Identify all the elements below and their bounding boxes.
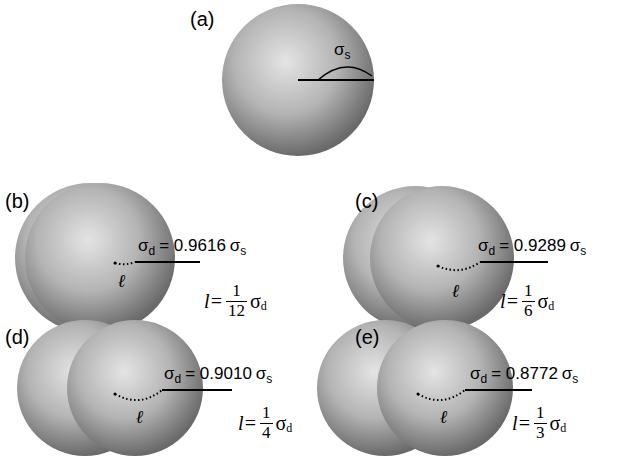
sigma-symbol: σ bbox=[538, 290, 549, 313]
sigma-symbol: σ bbox=[562, 364, 573, 384]
offset-formula: l=13σd bbox=[512, 404, 566, 442]
offset-dots bbox=[418, 390, 465, 400]
panel-letter: (c) bbox=[355, 190, 378, 213]
denominator: 12 bbox=[226, 301, 247, 321]
radius-line bbox=[480, 261, 548, 263]
offset-dots bbox=[115, 390, 162, 400]
subscript: d bbox=[481, 372, 488, 386]
subscript: s bbox=[345, 48, 351, 62]
panel-tag: (d) bbox=[5, 326, 29, 349]
denominator: 4 bbox=[260, 423, 273, 443]
sigma-symbol: σ bbox=[550, 412, 561, 435]
diameter-label: σd= 0.9010σs bbox=[164, 364, 272, 384]
ell-letter: ℓ bbox=[136, 406, 144, 428]
subscript: d bbox=[261, 299, 267, 314]
offset-formula: l=16σd bbox=[500, 282, 554, 320]
diameter-label: σd= 0.9289σs bbox=[478, 236, 586, 256]
subscript: s bbox=[580, 244, 586, 258]
offset-dots bbox=[438, 262, 480, 270]
numerator: 1 bbox=[232, 282, 241, 301]
sphere bbox=[370, 186, 514, 330]
panel-letter: (d) bbox=[5, 326, 29, 349]
center-dot bbox=[437, 265, 440, 268]
sigma-symbol: σ bbox=[164, 364, 175, 384]
sphere bbox=[222, 4, 374, 156]
radius-line bbox=[162, 389, 232, 391]
offset-formula: l=112σd bbox=[204, 282, 267, 320]
offset-formula: l=14σd bbox=[238, 404, 292, 442]
panel-tag: (e) bbox=[355, 326, 379, 349]
panel-tag: (a) bbox=[190, 8, 214, 31]
subscript: s bbox=[572, 372, 578, 386]
radius-line bbox=[135, 261, 200, 263]
sigma-symbol: σ bbox=[570, 236, 581, 256]
ell-letter: ℓ bbox=[118, 270, 126, 292]
sigma-symbol: σ bbox=[230, 236, 241, 256]
offset-symbol: ℓ bbox=[452, 280, 460, 302]
sigma-symbol: σ bbox=[250, 290, 261, 313]
panel-tag: (c) bbox=[355, 190, 378, 213]
sphere bbox=[377, 320, 513, 456]
numerator: 1 bbox=[524, 282, 533, 301]
diameter-label: σd= 0.9616σs bbox=[138, 236, 246, 256]
sigma-symbol: σ bbox=[334, 40, 345, 60]
numerator: 1 bbox=[536, 404, 545, 423]
sphere bbox=[25, 183, 175, 333]
offset-dots bbox=[115, 262, 135, 264]
denominator: 6 bbox=[522, 301, 535, 321]
panel-letter: (a) bbox=[190, 8, 214, 31]
radius-line bbox=[298, 79, 374, 81]
denominator: 3 bbox=[534, 423, 547, 443]
subscript: d bbox=[548, 299, 554, 314]
diameter-label: σd= 0.8772σs bbox=[470, 364, 578, 384]
formula-lhs: l= bbox=[500, 290, 519, 313]
offset-symbol: ℓ bbox=[136, 406, 144, 428]
subscript: d bbox=[175, 372, 182, 386]
subscript: d bbox=[149, 244, 156, 258]
ell-letter: ℓ bbox=[440, 406, 448, 428]
sigma-symbol: σ bbox=[276, 412, 287, 435]
subscript: d bbox=[489, 244, 496, 258]
panel-letter: (b) bbox=[5, 190, 29, 213]
subscript: d bbox=[560, 421, 566, 436]
ratio-value: = 0.9289 bbox=[499, 236, 566, 256]
ratio-value: = 0.8772 bbox=[491, 364, 558, 384]
sigma-symbol: σ bbox=[256, 364, 267, 384]
ell-letter: ℓ bbox=[452, 280, 460, 302]
panel-tag: (b) bbox=[5, 190, 29, 213]
subscript: s bbox=[240, 244, 246, 258]
center-dot bbox=[114, 393, 117, 396]
ratio-value: = 0.9616 bbox=[159, 236, 226, 256]
center-dot bbox=[417, 393, 420, 396]
radius-label: σs bbox=[334, 40, 351, 60]
formula-lhs: l= bbox=[238, 412, 257, 435]
subscript: s bbox=[266, 372, 272, 386]
offset-symbol: ℓ bbox=[118, 270, 126, 292]
panel-letter: (e) bbox=[355, 326, 379, 349]
sigma-symbol: σ bbox=[470, 364, 481, 384]
fraction: 13 bbox=[534, 404, 547, 442]
radius-arc bbox=[318, 67, 372, 80]
fraction: 16 bbox=[522, 282, 535, 320]
sphere bbox=[67, 320, 203, 456]
fraction: 112 bbox=[226, 282, 247, 320]
offset-symbol: ℓ bbox=[440, 406, 448, 428]
sigma-symbol: σ bbox=[478, 236, 489, 256]
numerator: 1 bbox=[262, 404, 271, 423]
fraction: 14 bbox=[260, 404, 273, 442]
ratio-value: = 0.9010 bbox=[185, 364, 252, 384]
radius-line bbox=[465, 389, 532, 391]
formula-lhs: l= bbox=[512, 412, 531, 435]
center-dot bbox=[114, 262, 117, 265]
sigma-symbol: σ bbox=[138, 236, 149, 256]
subscript: d bbox=[286, 421, 292, 436]
formula-lhs: l= bbox=[204, 290, 223, 313]
